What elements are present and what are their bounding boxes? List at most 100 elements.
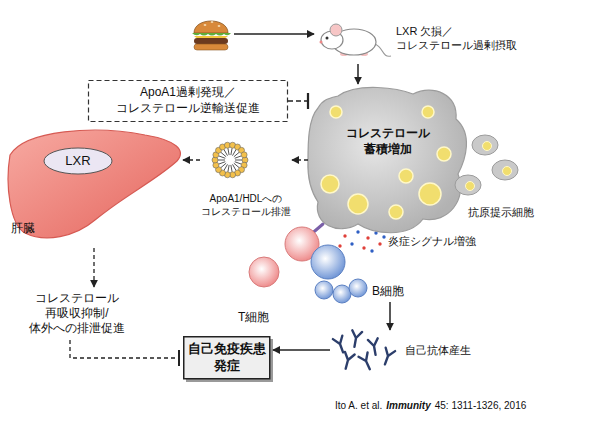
dashed-box: ApoA1過剰発現／ コレステロール逆輸送促進 (88, 80, 288, 122)
b-cell-body (315, 281, 333, 299)
node-text: B細胞 (372, 284, 404, 300)
signal-dots (338, 230, 385, 252)
node-text: 肝臓 (11, 221, 35, 237)
signal-dot (362, 246, 365, 249)
signal-dot (370, 249, 373, 252)
inhibition-line (70, 340, 178, 358)
cholesterol-droplet (466, 182, 475, 191)
dashed-box-drawing (89, 81, 288, 122)
small-apc (492, 160, 518, 180)
node-text: LXR (43, 147, 113, 175)
onset-connector (273, 349, 330, 351)
signal-dot (338, 244, 341, 247)
lipid-tail (218, 160, 225, 161)
node-text: T細胞 (238, 310, 269, 326)
cholesterol-droplet (483, 142, 492, 151)
b-cell: B細胞 (314, 240, 404, 302)
node-text: LXR 欠損／ コレステロール過剰摂取 (396, 24, 521, 53)
efflux-connector (292, 159, 308, 161)
antibody-symbol (359, 353, 375, 372)
lipid-tail (228, 165, 229, 172)
lipid-tail (228, 148, 229, 155)
transport-connector (183, 159, 200, 161)
liver-shape-drawing (8, 130, 180, 238)
node-text: 自己免疫疾患 発症 (183, 336, 273, 382)
intake-arrow (234, 33, 314, 35)
lxr-ellipse-drawing (44, 148, 112, 174)
lxr-ellipse: LXR (43, 147, 113, 175)
antibody-symbol (380, 348, 395, 366)
sesame-seed (204, 24, 207, 26)
t-cell-body (249, 257, 279, 287)
cholesterol-droplet (330, 106, 342, 118)
hdl-particle: ApoA1/HDLへの コレステロール排泄 (200, 140, 292, 220)
node-text: コレステロール 蓄積増加 (328, 126, 448, 157)
patty (194, 38, 228, 44)
b-cell-body (311, 245, 345, 279)
lipid-tail (235, 162, 242, 164)
lipid-tail (235, 160, 242, 161)
citation-authors: Ito A. et al. (335, 399, 382, 412)
bun-bottom (194, 44, 228, 50)
lipid-tail (219, 162, 226, 164)
ellipse-outline (44, 148, 112, 174)
liver-effect-arrow (93, 248, 94, 287)
signal-dot (343, 234, 346, 237)
small-apc-body (472, 135, 498, 155)
lipid-tail (224, 150, 228, 156)
node-caption: 抗原提示細胞 (468, 205, 534, 219)
lipid-tail (233, 164, 237, 170)
lipid-tail (234, 152, 239, 156)
t-cell: T細胞 (236, 226, 314, 326)
mouse-icon: LXR 欠損／ コレステロール過剰摂取 (318, 10, 508, 64)
citation-volume: 45: 1311-1326, 2016 (435, 399, 527, 412)
lipid-ring (212, 142, 248, 178)
antibody-symbol (350, 330, 363, 347)
sesame-seed (218, 25, 221, 27)
antibody-symbol (341, 352, 355, 370)
t-cell-drawing (249, 227, 319, 287)
bun-top (194, 21, 228, 33)
autoantibody-group-drawing (333, 330, 395, 371)
dashed-outline (89, 81, 288, 122)
inhibition-connector (288, 100, 308, 102)
cholesterol-droplet (503, 167, 512, 176)
cholesterol-droplet (437, 147, 451, 161)
cholesterol-droplet (419, 183, 441, 205)
node-text: 自己抗体産生 (405, 343, 471, 357)
signal-label: 炎症シグナル増強 (388, 234, 476, 248)
liver-shape: 肝臓 LXR (5, 125, 183, 245)
signal-dot (356, 230, 359, 233)
outcome-box: 自己免疫疾患 発症 (183, 336, 273, 382)
node-text: ApoA1過剰発現／ コレステロール逆輸送促進 (88, 80, 288, 122)
cholesterol-droplet (389, 205, 403, 219)
autoantibody-group: 自己抗体産生 (330, 330, 480, 370)
sesame-seed (211, 21, 214, 23)
mouse-ear (330, 24, 342, 36)
small-apc-body (455, 175, 481, 195)
antigen-presenting-cell: コレステロール 蓄積増加抗原提示細胞 (308, 84, 540, 240)
inhibition-bar (178, 350, 180, 366)
outcome-box-drawing (184, 337, 273, 382)
cholesterol-droplet (399, 169, 413, 183)
signal-dot (350, 242, 353, 245)
lipid-tail (221, 163, 226, 167)
small-apc (472, 135, 498, 155)
mouse-eye (326, 37, 329, 40)
cholesterol-droplet (348, 194, 368, 214)
b-cell-body (333, 285, 351, 303)
signal-dot (366, 236, 369, 239)
cholesterol-droplet (321, 175, 339, 193)
cholesterol-droplet (422, 106, 434, 118)
intake-connector (357, 64, 359, 84)
signal-dot (378, 242, 381, 245)
production-connector (389, 302, 391, 330)
lettuce (192, 33, 231, 36)
mouse-icon-drawing (320, 24, 392, 56)
lipid-tail (235, 156, 242, 158)
b-cell-drawing (311, 245, 367, 303)
signal-dot (382, 235, 385, 238)
